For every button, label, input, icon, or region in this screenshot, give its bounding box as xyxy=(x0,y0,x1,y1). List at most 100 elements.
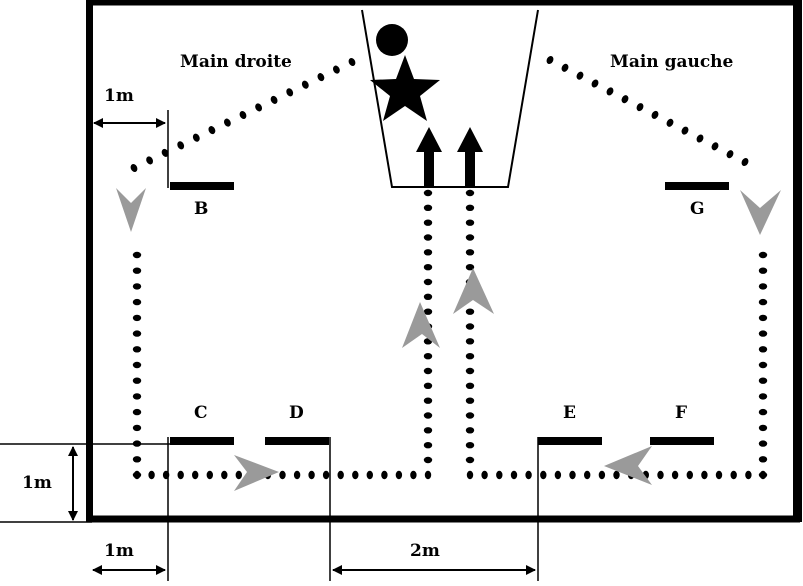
dimension-label-2m: 2m xyxy=(410,541,440,561)
path-dot xyxy=(681,126,689,135)
path-dot xyxy=(561,63,569,72)
path-dot xyxy=(423,353,433,360)
marker-c-label: C xyxy=(194,403,208,423)
path-dot xyxy=(424,470,432,480)
grey-chevron-icon xyxy=(453,268,494,314)
path-dot xyxy=(410,470,417,480)
path-dot xyxy=(758,424,768,432)
path-dot xyxy=(758,408,768,416)
path-dot xyxy=(322,470,330,480)
path-dot xyxy=(758,267,768,274)
path-dot xyxy=(133,470,141,480)
path-dot xyxy=(465,456,475,464)
path-dot xyxy=(423,219,433,226)
path-dot xyxy=(423,456,433,464)
field-frame xyxy=(86,0,802,523)
path-dot xyxy=(177,141,185,150)
path-dot xyxy=(481,470,488,480)
grey-chevron-icon xyxy=(740,190,781,235)
path-dot xyxy=(465,249,475,256)
path-dot xyxy=(148,470,155,480)
path-dot xyxy=(132,298,142,306)
path-dot xyxy=(286,88,294,97)
path-dot xyxy=(715,470,723,480)
path-dot xyxy=(423,278,433,286)
path-dot xyxy=(758,251,768,259)
marker-b-label: B xyxy=(194,199,208,219)
path-dot xyxy=(613,470,620,480)
path-dot xyxy=(221,470,228,480)
path-dot xyxy=(177,470,184,480)
path-dot xyxy=(758,298,768,306)
path-dot xyxy=(701,470,708,480)
path-dot xyxy=(758,330,768,337)
path-dot xyxy=(132,283,142,290)
path-dot xyxy=(132,330,142,337)
marker-g-bar xyxy=(665,182,729,190)
grey-chevron-icon xyxy=(234,455,279,491)
path-dot xyxy=(758,393,768,400)
path-dot xyxy=(132,424,142,432)
marker-d-bar xyxy=(265,437,329,445)
path-dot xyxy=(381,470,388,480)
path-dot xyxy=(366,470,373,480)
path-dot xyxy=(621,95,629,104)
star-icon xyxy=(370,55,440,121)
path-dot xyxy=(745,470,752,480)
path-dot xyxy=(671,470,679,480)
path-dot xyxy=(308,470,315,480)
path-dot xyxy=(270,95,278,104)
dimension-label-top-1m: 1m xyxy=(104,86,134,106)
path-dot xyxy=(206,470,214,480)
path-dot xyxy=(606,87,614,96)
path-dot xyxy=(423,397,433,404)
path-dot xyxy=(730,470,737,480)
label-left-hand: Main gauche xyxy=(610,52,734,72)
path-dot xyxy=(510,470,518,480)
path-dot xyxy=(301,80,309,89)
path-dot xyxy=(465,412,475,419)
path-dot xyxy=(711,142,719,151)
marker-g-label: G xyxy=(690,199,705,219)
path-dot xyxy=(132,314,142,322)
marker-e-bar xyxy=(538,437,602,445)
path-dot xyxy=(132,251,142,259)
path-dot xyxy=(666,118,674,127)
path-dot xyxy=(279,470,286,480)
path-dot xyxy=(235,470,243,480)
label-right-hand: Main droite xyxy=(180,52,292,72)
path-dot xyxy=(423,412,433,419)
path-dot xyxy=(758,283,768,290)
ball-icon xyxy=(376,24,408,56)
path-dot xyxy=(132,346,142,353)
path-dot xyxy=(208,126,216,135)
path-dot xyxy=(423,264,433,271)
path-dot xyxy=(696,134,704,143)
path-dot xyxy=(758,346,768,353)
grey-chevron-icon xyxy=(604,446,652,485)
grey-chevron-icon xyxy=(116,188,146,232)
path-dot xyxy=(758,456,768,463)
path-dot xyxy=(465,397,475,404)
path-dot xyxy=(132,267,142,274)
path-dot xyxy=(466,470,474,480)
path-dot xyxy=(741,157,749,167)
path-dot xyxy=(686,470,693,480)
path-dot xyxy=(576,71,584,80)
path-dot xyxy=(584,470,591,480)
marker-d-label: D xyxy=(289,403,304,423)
path-dot xyxy=(423,367,433,375)
path-dot xyxy=(239,110,247,120)
path-dot xyxy=(423,204,433,211)
marker-b-bar xyxy=(170,182,234,190)
path-dot xyxy=(465,204,475,211)
goal xyxy=(361,9,539,188)
path-dot xyxy=(759,470,767,480)
path-dot xyxy=(255,103,263,112)
path-dot xyxy=(465,219,475,226)
path-dot xyxy=(332,65,340,74)
path-dot xyxy=(465,382,475,389)
path-dot xyxy=(423,308,433,315)
path-dot xyxy=(465,338,475,345)
path-dot xyxy=(132,377,142,384)
